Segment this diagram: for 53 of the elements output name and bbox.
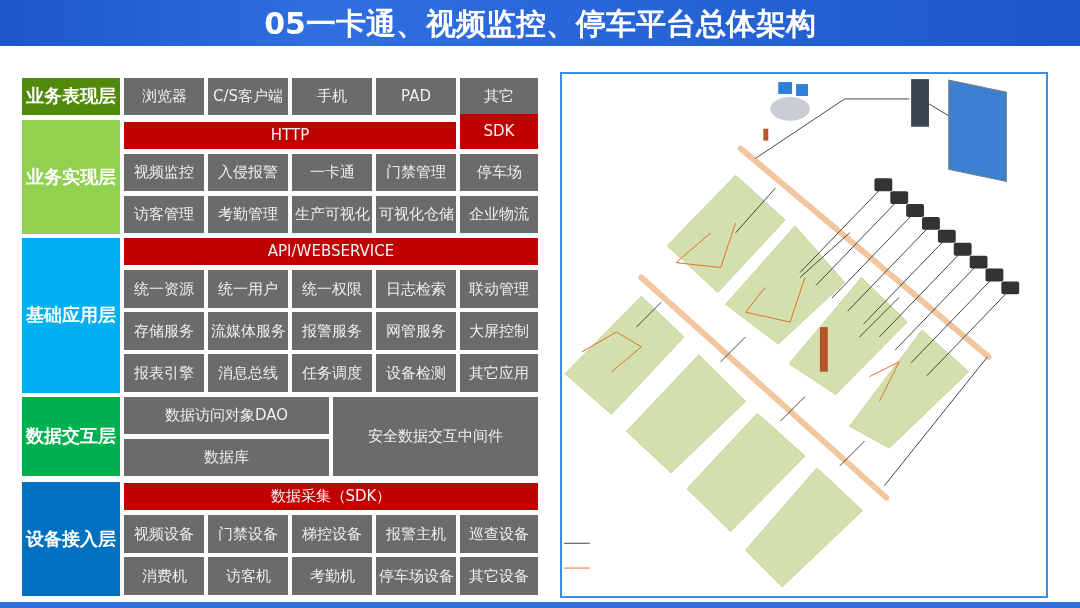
layer-label: 业务表现层 (22, 78, 120, 115)
module-cell: 日志检索 (376, 270, 456, 308)
module-cell: 停车场设备 (376, 557, 456, 595)
protocol-bar: API/WEBSERVICE (124, 238, 538, 265)
module-cell: 巡查设备 (460, 515, 538, 553)
module-cell: C/S客户端 (208, 78, 288, 115)
protocol-bar: HTTP (124, 122, 456, 149)
module-cell: 设备检测 (376, 354, 456, 392)
module-cell: 大屏控制 (460, 312, 538, 350)
module-cell: 其它 (460, 78, 538, 115)
module-cell: 其它设备 (460, 557, 538, 595)
module-cell: 视频设备 (124, 515, 204, 553)
protocol-bar: SDK (460, 114, 538, 149)
module-cell: 报表引擎 (124, 354, 204, 392)
layer-label: 基础应用层 (22, 238, 120, 393)
module-cell: 存储服务 (124, 312, 204, 350)
module-cell: 数据访问对象DAO (124, 397, 329, 434)
module-cell: 统一用户 (208, 270, 288, 308)
module-cell: 视频监控 (124, 154, 204, 191)
module-cell: 门禁管理 (376, 154, 456, 191)
module-cell: 手机 (292, 78, 372, 115)
layer-label: 业务实现层 (22, 120, 120, 234)
module-cell: PAD (376, 78, 456, 115)
title: 05一卡通、视频监控、停车平台总体架构 (264, 4, 816, 43)
module-cell: 消费机 (124, 557, 204, 595)
module-cell: 安全数据交互中间件 (333, 397, 538, 476)
layer-label: 设备接入层 (22, 482, 120, 596)
layer-label: 数据交互层 (22, 397, 120, 476)
module-cell: 企业物流 (460, 196, 538, 233)
module-cell: 考勤管理 (208, 196, 288, 233)
module-cell: 其它应用 (460, 354, 538, 392)
module-cell: 可视化仓储 (376, 196, 456, 233)
module-cell: 数据库 (124, 439, 329, 476)
module-cell: 访客机 (208, 557, 288, 595)
module-cell: 联动管理 (460, 270, 538, 308)
module-cell: 门禁设备 (208, 515, 288, 553)
module-cell: 梯控设备 (292, 515, 372, 553)
module-cell: 生产可视化 (292, 196, 372, 233)
module-cell: 流媒体服务 (208, 312, 288, 350)
module-cell: 消息总线 (208, 354, 288, 392)
module-cell: 浏览器 (124, 78, 204, 115)
module-cell: 统一权限 (292, 270, 372, 308)
module-cell: 入侵报警 (208, 154, 288, 191)
module-cell: 考勤机 (292, 557, 372, 595)
module-cell: 报警主机 (376, 515, 456, 553)
module-cell: 任务调度 (292, 354, 372, 392)
module-cell: 统一资源 (124, 270, 204, 308)
module-cell: 一卡通 (292, 154, 372, 191)
protocol-bar: 数据采集（SDK） (124, 483, 538, 510)
module-cell: 停车场 (460, 154, 538, 191)
module-cell: 报警服务 (292, 312, 372, 350)
module-cell: 网管服务 (376, 312, 456, 350)
module-cell: 访客管理 (124, 196, 204, 233)
